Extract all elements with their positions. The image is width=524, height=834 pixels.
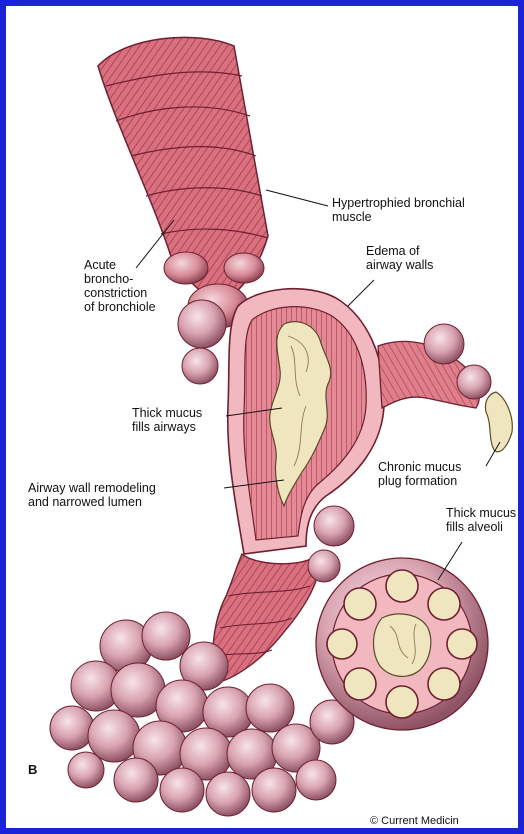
label-chronic-mucus-plug: Chronic mucus plug formation [378, 460, 461, 488]
alveolar-cluster [50, 612, 354, 816]
label-airway-wall-remodeling: Airway wall remodeling and narrowed lume… [28, 481, 156, 509]
label-edema-airway-walls: Edema of airway walls [366, 244, 433, 272]
leader-edema [348, 280, 374, 306]
label-acute-bronchoconstriction: Acute broncho- constriction of bronchiol… [84, 258, 156, 314]
alveolar-cross-section [316, 558, 488, 730]
airway-cross-section [228, 289, 384, 554]
copyright-notice: © Current Medicin [370, 815, 459, 827]
panel-letter: B [28, 762, 37, 777]
label-thick-mucus-alveoli: Thick mucus fills alveoli [446, 506, 516, 534]
mucus-plug [485, 392, 512, 452]
left-alveoli-upper [178, 300, 226, 384]
bronchial-illustration [6, 6, 524, 834]
label-hypertrophied-muscle: Hypertrophied bronchial muscle [332, 196, 465, 224]
leader-hypertrophied [266, 190, 328, 206]
label-thick-mucus-airways: Thick mucus fills airways [132, 406, 202, 434]
right-branch [378, 324, 512, 452]
